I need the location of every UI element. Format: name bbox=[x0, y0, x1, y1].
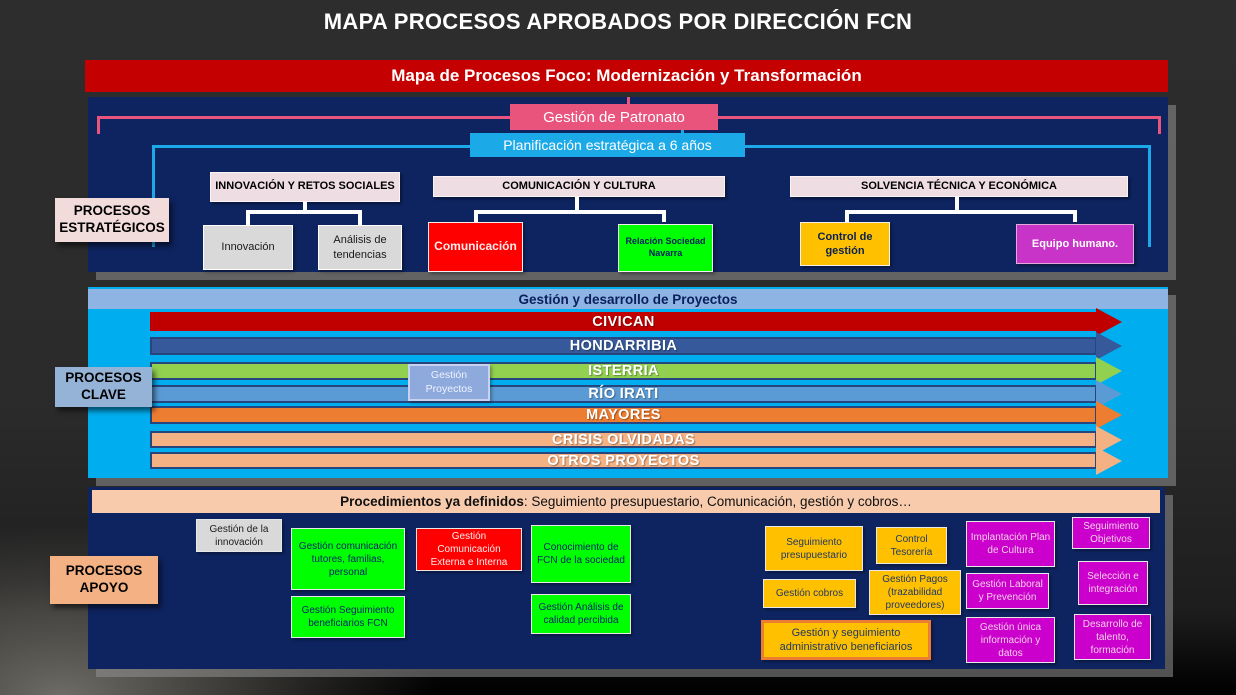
apoyo-box-gestion-cobros: Gestión cobros bbox=[763, 579, 856, 608]
apoyo-header-bold: Procedimientos ya definidos bbox=[340, 494, 524, 509]
group-connector-stub bbox=[303, 202, 307, 210]
project-arrow-civican: CIVICAN bbox=[150, 307, 1122, 336]
group-header-solvencia: SOLVENCIA TÉCNICA Y ECONÓMICA bbox=[790, 176, 1128, 197]
apoyo-header-bar: Procedimientos ya definidos: Seguimiento… bbox=[92, 490, 1160, 513]
apoyo-box-analisis-calidad: Gestión Análisis de calidad percibida bbox=[531, 594, 631, 634]
apoyo-box-seleccion-integracion: Selección e integración bbox=[1078, 561, 1148, 605]
box-innovacion: Innovación bbox=[203, 225, 293, 270]
arrow-label: CIVICAN bbox=[592, 313, 655, 330]
patronato-box: Gestión de Patronato bbox=[510, 104, 718, 130]
focus-banner: Mapa de Procesos Foco: Modernización y T… bbox=[85, 60, 1168, 92]
apoyo-box-gestion-innovacion: Gestión de la innovación bbox=[196, 519, 282, 552]
box-comunicacion: Comunicación bbox=[428, 222, 523, 272]
arrow-label: CRISIS OLVIDADAS bbox=[551, 431, 696, 448]
clave-panel: Gestión y desarrollo de Proyectos CIVICA… bbox=[88, 287, 1168, 478]
side-label-estrategicos: PROCESOS ESTRATÉGICOS bbox=[55, 198, 169, 242]
apoyo-box-seguimiento-presupuestario: Seguimiento presupuestario bbox=[765, 526, 863, 571]
apoyo-box-desarrollo-talento: Desarrollo de talento, formación bbox=[1074, 614, 1151, 660]
group-connector-stub bbox=[955, 197, 959, 210]
apoyo-box-implantacion-plan-cultura: Implantación Plan de Cultura bbox=[966, 521, 1055, 567]
apoyo-box-seguimiento-objetivos: Seguimiento Objetivos bbox=[1072, 517, 1150, 549]
arrow-label: HONDARRIBIA bbox=[569, 338, 678, 354]
planificacion-box: Planificación estratégica a 6 años bbox=[470, 133, 745, 157]
apoyo-box-gestion-laboral-prevencion: Gestión Laboral y Prevención bbox=[966, 573, 1049, 609]
page-title: MAPA PROCESOS APROBADOS POR DIRECCIÓN FC… bbox=[323, 9, 913, 34]
arrow-label: OTROS PROYECTOS bbox=[547, 452, 700, 469]
arrow-label: MAYORES bbox=[586, 407, 661, 423]
project-arrow-hondarribia: HONDARRIBIA bbox=[150, 332, 1122, 360]
project-arrow-isterria: ISTERRIA bbox=[150, 357, 1122, 385]
gestion-proyectos-overlay: Gestión Proyectos bbox=[408, 364, 490, 401]
project-arrow-crisis-olvidadas: CRISIS OLVIDADAS bbox=[150, 425, 1122, 454]
apoyo-box-comunicacion-tutores: Gestión comunicación tutores, familias, … bbox=[291, 528, 405, 590]
apoyo-header-rest: : Seguimiento presupuestario, Comunicaci… bbox=[523, 494, 912, 509]
group-connector-stub bbox=[575, 197, 579, 210]
apoyo-box-seguimiento-beneficiarios: Gestión Seguimiento beneficiarios FCN bbox=[291, 596, 405, 638]
apoyo-box-comunicacion-externa: Gestión Comunicación Externa e Interna bbox=[416, 528, 522, 571]
side-label-apoyo: PROCESOS APOYO bbox=[50, 556, 158, 604]
apoyo-box-gestion-administrativo-beneficiarios: Gestión y seguimiento administrativo ben… bbox=[761, 620, 931, 660]
arrow-label: ISTERRIA bbox=[588, 363, 659, 379]
apoyo-box-conocimiento-fcn: Conocimiento de FCN de la sociedad bbox=[531, 525, 631, 583]
box-analisis-tendencias: Análisis de tendencias bbox=[318, 225, 402, 270]
box-control-gestion: Control de gestión bbox=[800, 222, 890, 266]
arrow-head bbox=[1096, 332, 1122, 360]
apoyo-box-gestion-unica-informacion: Gestión única información y datos bbox=[966, 617, 1055, 663]
estrategicos-panel: Gestión de Patronato Planificación estra… bbox=[88, 97, 1168, 272]
group-header-comunicacion-cultura: COMUNICACIÓN Y CULTURA bbox=[433, 176, 725, 197]
side-label-clave: PROCESOS CLAVE bbox=[55, 367, 152, 407]
apoyo-box-gestion-pagos: Gestión Pagos (trazabilidad proveedores) bbox=[869, 570, 961, 615]
arrow-label: RÍO IRATI bbox=[588, 386, 659, 402]
clave-header-bar: Gestión y desarrollo de Proyectos bbox=[88, 289, 1168, 309]
patronato-planificacion-stub bbox=[681, 128, 684, 136]
group-connector-bracket bbox=[845, 210, 1077, 222]
project-arrow-mayores: MAYORES bbox=[150, 401, 1122, 429]
group-connector-bracket bbox=[246, 210, 362, 225]
box-equipo-humano: Equipo humano. bbox=[1016, 224, 1134, 264]
apoyo-panel: Procedimientos ya definidos: Seguimiento… bbox=[88, 487, 1165, 669]
project-arrow-otros-proyectos: OTROS PROYECTOS bbox=[150, 446, 1122, 475]
arrow-head bbox=[1096, 307, 1122, 336]
project-arrow-rio-irati: RÍO IRATI bbox=[150, 380, 1122, 408]
arrow-head bbox=[1096, 401, 1122, 429]
box-relacion-sociedad-navarra: Relación Sociedad Navarra bbox=[618, 224, 713, 272]
group-header-innovacion-retos: INNOVACIÓN Y RETOS SOCIALES bbox=[210, 172, 400, 202]
apoyo-box-control-tesoreria: Control Tesorería bbox=[876, 527, 947, 564]
arrow-head bbox=[1096, 446, 1122, 475]
group-connector-bracket bbox=[474, 210, 666, 222]
